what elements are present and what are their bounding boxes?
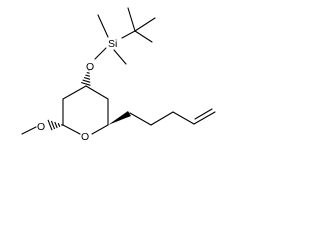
- atom-label-methoxy-oxygen: O: [37, 121, 45, 133]
- bond-c2-o1: [62, 124, 81, 135]
- bond-o1-c6: [91, 124, 109, 135]
- butenyl-chain: [129, 108, 216, 126]
- bond-cquat-me-upper-right: [134, 17, 156, 32]
- bond-cquat-me-lower-right: [134, 30, 153, 43]
- hashed-bond-o-c4: [81, 70, 91, 86]
- atom-label-silyl-ether-oxygen: O: [86, 61, 94, 73]
- bond-si-me-upper: [97, 14, 109, 38]
- bond-cquat-me-top: [127, 7, 136, 32]
- silicon-methyl-groups: [97, 14, 127, 65]
- bond-chain-2: [150, 111, 174, 126]
- bond-terminal-alkene-second: [194, 108, 213, 120]
- atom-label-silicon: Si: [108, 38, 117, 50]
- bond-si-cquat: [121, 30, 136, 39]
- bond-c5-c4: [85, 85, 109, 100]
- atom-label-ring-oxygen: O: [81, 131, 89, 143]
- tert-butyl-group: [121, 7, 156, 43]
- molecular-structure: Si O O O: [21, 7, 216, 143]
- bond-si-me-lower: [113, 49, 127, 65]
- hashed-bond-c2-ome: [47, 119, 63, 131]
- wedge-bond-c6-chain: [108, 111, 131, 125]
- bond-c4-c3: [62, 85, 87, 100]
- tetrahydropyran-ring: [62, 85, 109, 135]
- bond-ome-methyl: [21, 126, 37, 135]
- bond-terminal-alkene: [193, 111, 216, 125]
- bond-chain-3: [172, 111, 195, 125]
- bond-si-o: [94, 47, 107, 60]
- bond-chain-1: [129, 112, 152, 126]
